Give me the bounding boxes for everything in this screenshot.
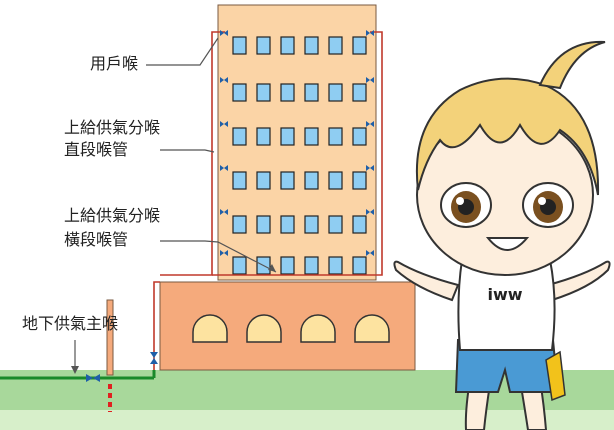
leader-lines bbox=[74, 37, 277, 370]
window bbox=[280, 36, 295, 55]
window bbox=[232, 83, 247, 102]
window bbox=[232, 36, 247, 55]
valve-icon bbox=[366, 165, 374, 171]
label-horizontal-pipe-2: 橫段喉管 bbox=[64, 230, 129, 249]
marker-post bbox=[106, 299, 114, 376]
window bbox=[352, 83, 367, 102]
window bbox=[256, 83, 271, 102]
window bbox=[328, 215, 343, 234]
valve-icon bbox=[220, 165, 228, 171]
household-valves bbox=[220, 30, 374, 256]
window bbox=[280, 127, 295, 146]
window bbox=[328, 256, 343, 275]
valve-icon bbox=[220, 30, 228, 36]
window bbox=[304, 127, 319, 146]
valve-icon bbox=[366, 30, 374, 36]
window bbox=[280, 215, 295, 234]
window bbox=[280, 83, 295, 102]
window bbox=[328, 36, 343, 55]
valve-icon bbox=[366, 209, 374, 215]
window bbox=[232, 171, 247, 190]
window bbox=[232, 215, 247, 234]
podium-arches bbox=[192, 314, 390, 343]
window bbox=[232, 256, 247, 275]
window bbox=[304, 256, 319, 275]
label-vertical-riser-1: 上給供氣分喉 bbox=[64, 118, 161, 137]
riser-valve-icon bbox=[150, 352, 158, 364]
valve-icon bbox=[366, 250, 374, 256]
window bbox=[256, 171, 271, 190]
window bbox=[352, 127, 367, 146]
window bbox=[328, 171, 343, 190]
window bbox=[256, 36, 271, 55]
window bbox=[304, 36, 319, 55]
window bbox=[280, 171, 295, 190]
valve-icon bbox=[366, 77, 374, 83]
window bbox=[232, 127, 247, 146]
window bbox=[304, 215, 319, 234]
main-valve-icon bbox=[86, 374, 100, 382]
label-underground-main: 地下供氣主喉 bbox=[22, 314, 119, 333]
window bbox=[328, 83, 343, 102]
window bbox=[352, 36, 367, 55]
label-horizontal-pipe-1: 上給供氣分喉 bbox=[64, 206, 161, 225]
valve-icon bbox=[220, 121, 228, 127]
window bbox=[352, 171, 367, 190]
leader-arrow-horizontal bbox=[268, 264, 276, 272]
mascot-character bbox=[393, 40, 611, 430]
window bbox=[256, 215, 271, 234]
valve-icon bbox=[220, 209, 228, 215]
window bbox=[304, 83, 319, 102]
window bbox=[328, 127, 343, 146]
window bbox=[352, 256, 367, 275]
mascot-shirt-text: iww bbox=[487, 285, 522, 304]
leader-arrow-main bbox=[71, 366, 79, 374]
label-household-valve: 用戶喉 bbox=[90, 54, 139, 73]
valve-icon bbox=[220, 250, 228, 256]
window bbox=[256, 127, 271, 146]
ground-lower bbox=[0, 410, 614, 430]
window bbox=[280, 256, 295, 275]
valve-icon bbox=[220, 77, 228, 83]
label-vertical-riser-2: 直段喉管 bbox=[64, 140, 129, 159]
window bbox=[304, 171, 319, 190]
valve-icon bbox=[366, 121, 374, 127]
window-grid bbox=[232, 36, 367, 275]
window bbox=[352, 215, 367, 234]
